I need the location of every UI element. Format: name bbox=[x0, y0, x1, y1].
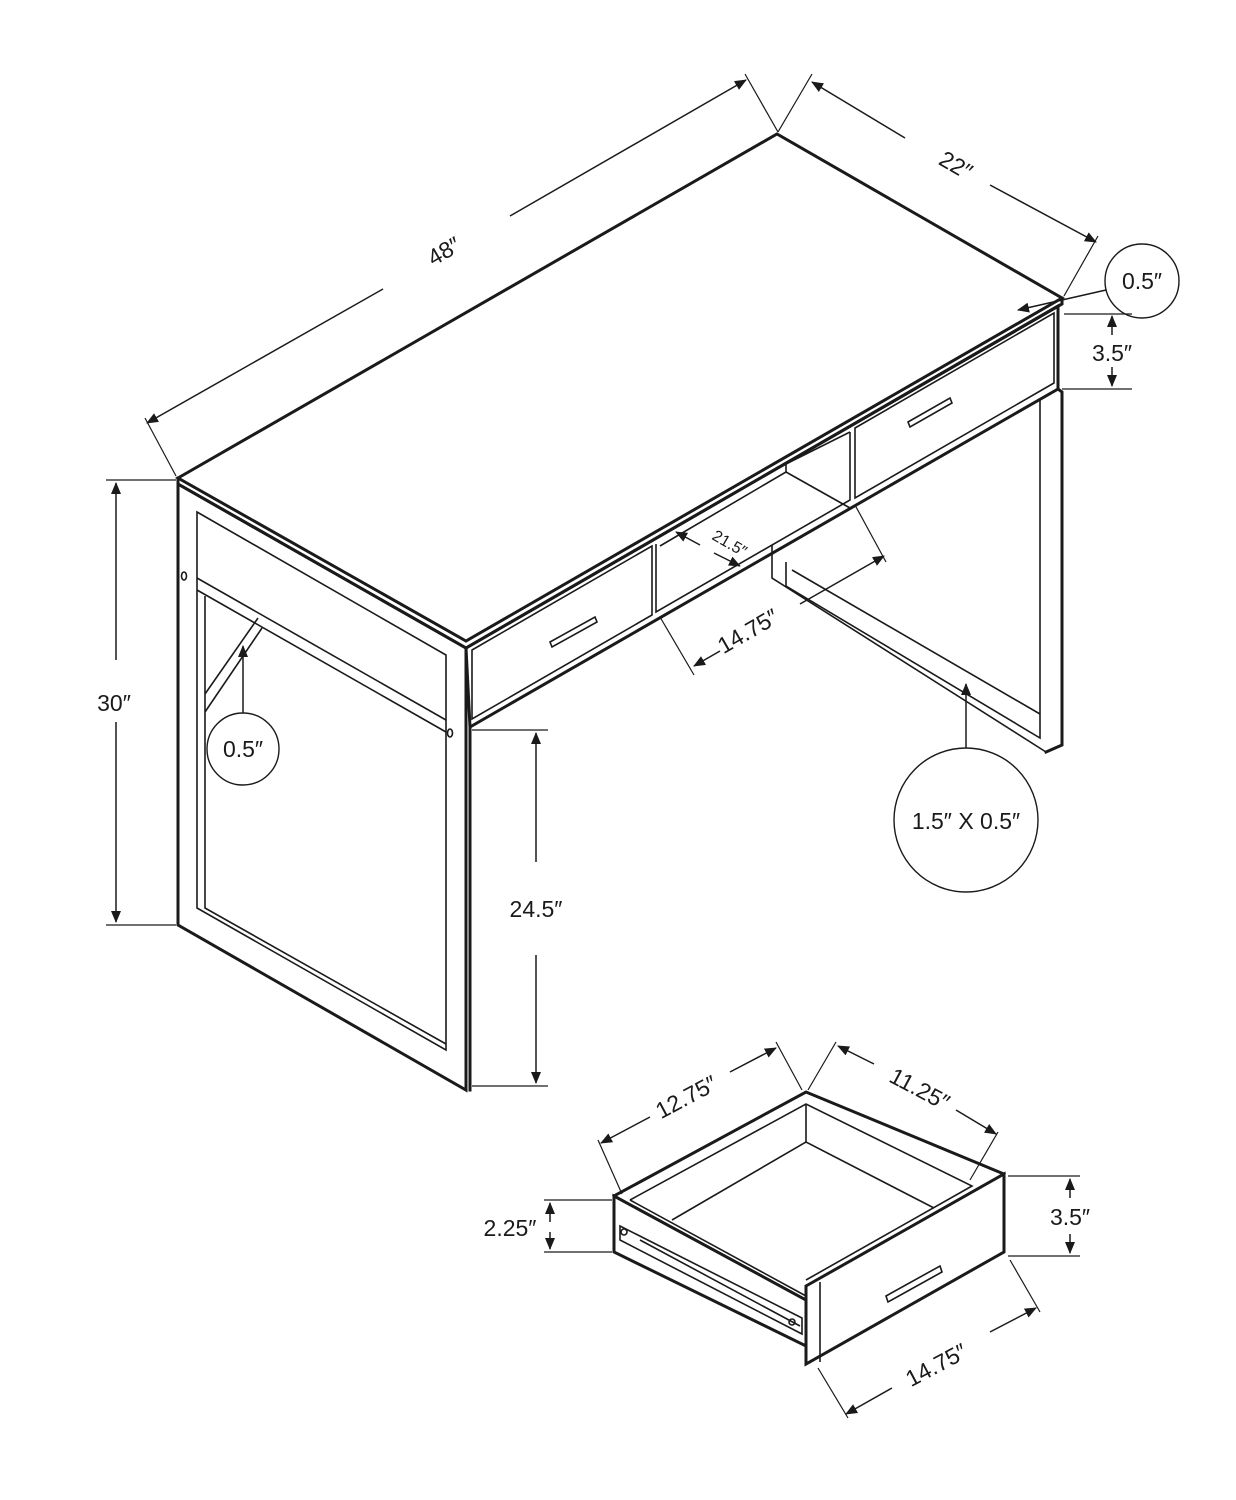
cubby-shelf-line bbox=[785, 471, 851, 509]
dim-opening-b bbox=[799, 555, 885, 605]
left-brace bbox=[204, 617, 259, 695]
desk-top-edge-left bbox=[176, 296, 1064, 650]
drawer-front-panel bbox=[804, 1171, 1006, 1367]
drawer-slide-screw-2 bbox=[788, 1318, 796, 1326]
drawer-slide-rail bbox=[619, 1224, 803, 1336]
dim-depth-line-b bbox=[989, 184, 1097, 243]
ext-drawer-fw-left bbox=[817, 1367, 849, 1419]
clearance-label: 24.5″ bbox=[510, 896, 563, 922]
depth-label: 22″ bbox=[935, 145, 977, 184]
desk-drawing bbox=[174, 132, 1066, 1093]
drawer-inner-width-label: 12.75″ bbox=[651, 1070, 721, 1124]
drawer-box-inner-rim bbox=[629, 1103, 974, 1281]
drawer-front-height-label: 3.5″ bbox=[1050, 1204, 1090, 1230]
apron-height-label: 3.5″ bbox=[1092, 340, 1132, 366]
left-screw-front bbox=[180, 571, 188, 581]
dim-drawer-fw-b bbox=[989, 1307, 1037, 1333]
ext-opening-right bbox=[854, 504, 887, 563]
right-side-frame-outer bbox=[1044, 386, 1064, 754]
desk-front-apron bbox=[464, 303, 1060, 730]
dim-drawer-fw-a bbox=[845, 1387, 893, 1415]
dim-shelf-a bbox=[675, 531, 701, 546]
drawer-dimensions: 12.75″ 11.25″ 2.25″ 3.5″ 14.75″ bbox=[484, 1041, 1090, 1419]
right-side-rail-top bbox=[791, 569, 1041, 715]
ext-drawer-d-left bbox=[807, 1041, 837, 1091]
ext-drawer-w-right bbox=[775, 1041, 803, 1091]
dim-opening-a bbox=[693, 650, 721, 667]
left-side-rail-lower bbox=[196, 589, 447, 733]
drawer-left-side-inner bbox=[629, 1199, 807, 1297]
drawer-box-top-rim bbox=[611, 1090, 1006, 1199]
top-thickness-leader bbox=[1017, 289, 1107, 313]
left-side-panel bbox=[204, 596, 447, 1045]
height-label: 30″ bbox=[97, 690, 131, 716]
drawer-slide-screw-1 bbox=[620, 1228, 628, 1236]
dim-depth-line-a bbox=[811, 81, 906, 139]
right-side-frame-inner bbox=[785, 400, 1041, 740]
drawer-slide-rail-line bbox=[639, 1239, 801, 1327]
ext-drawer-fw-right bbox=[1009, 1259, 1041, 1313]
side-frame-label: 0.5″ bbox=[223, 736, 263, 762]
right-drawer-front bbox=[854, 311, 1055, 500]
ext-depth-left bbox=[777, 73, 813, 133]
top-thickness-callout bbox=[1104, 243, 1180, 319]
ext-drawer-d-right bbox=[969, 1131, 999, 1181]
desk-dimensions: 48″ 22″ 0.5″ 3.5″ 30″ 0.5″ 24.5″ bbox=[97, 73, 1180, 1087]
opening-width-label: 14.75″ bbox=[713, 603, 783, 658]
dim-drawer-w-a bbox=[600, 1116, 651, 1144]
top-thickness-label: 0.5″ bbox=[1122, 268, 1162, 294]
ext-width-left bbox=[144, 417, 177, 477]
left-drawer-handle bbox=[548, 615, 599, 649]
left-side-frame-inner bbox=[196, 510, 447, 1052]
left-side-rail bbox=[196, 577, 447, 721]
drawer-floor-back bbox=[671, 1141, 935, 1221]
leg-profile-label: 1.5″ X 0.5″ bbox=[912, 808, 1020, 834]
drawer-drawing bbox=[611, 1090, 1006, 1367]
dim-drawer-w-b bbox=[729, 1047, 777, 1073]
right-drawer-handle bbox=[906, 396, 954, 429]
drawer-front-handle bbox=[885, 1264, 943, 1304]
left-drawer-front bbox=[471, 544, 653, 721]
left-screw-back bbox=[446, 728, 454, 738]
right-side-bottom-rail bbox=[771, 545, 1047, 753]
dim-width-line-a bbox=[146, 288, 384, 424]
dim-drawer-d-a bbox=[837, 1045, 875, 1065]
ext-width-right bbox=[744, 73, 779, 133]
drawer-side-height-label: 2.25″ bbox=[484, 1215, 537, 1241]
drawer-front-width-label: 14.75″ bbox=[901, 1338, 971, 1392]
drawer-inner-depth-label: 11.25″ bbox=[885, 1062, 954, 1115]
ext-depth-right bbox=[1063, 235, 1099, 297]
left-side-frame-outer bbox=[176, 481, 468, 1093]
cubby-back bbox=[659, 431, 851, 547]
left-brace-2 bbox=[204, 627, 263, 713]
dim-shelf-b bbox=[713, 552, 741, 567]
ext-opening-left bbox=[659, 616, 695, 676]
cubby-opening bbox=[655, 432, 851, 614]
shelf-depth-label: 21.5″ bbox=[709, 528, 750, 561]
dim-drawer-d-b bbox=[955, 1109, 997, 1135]
dim-width-line-b bbox=[509, 79, 747, 217]
ext-drawer-w-left bbox=[597, 1139, 623, 1195]
width-label: 48″ bbox=[423, 231, 465, 270]
